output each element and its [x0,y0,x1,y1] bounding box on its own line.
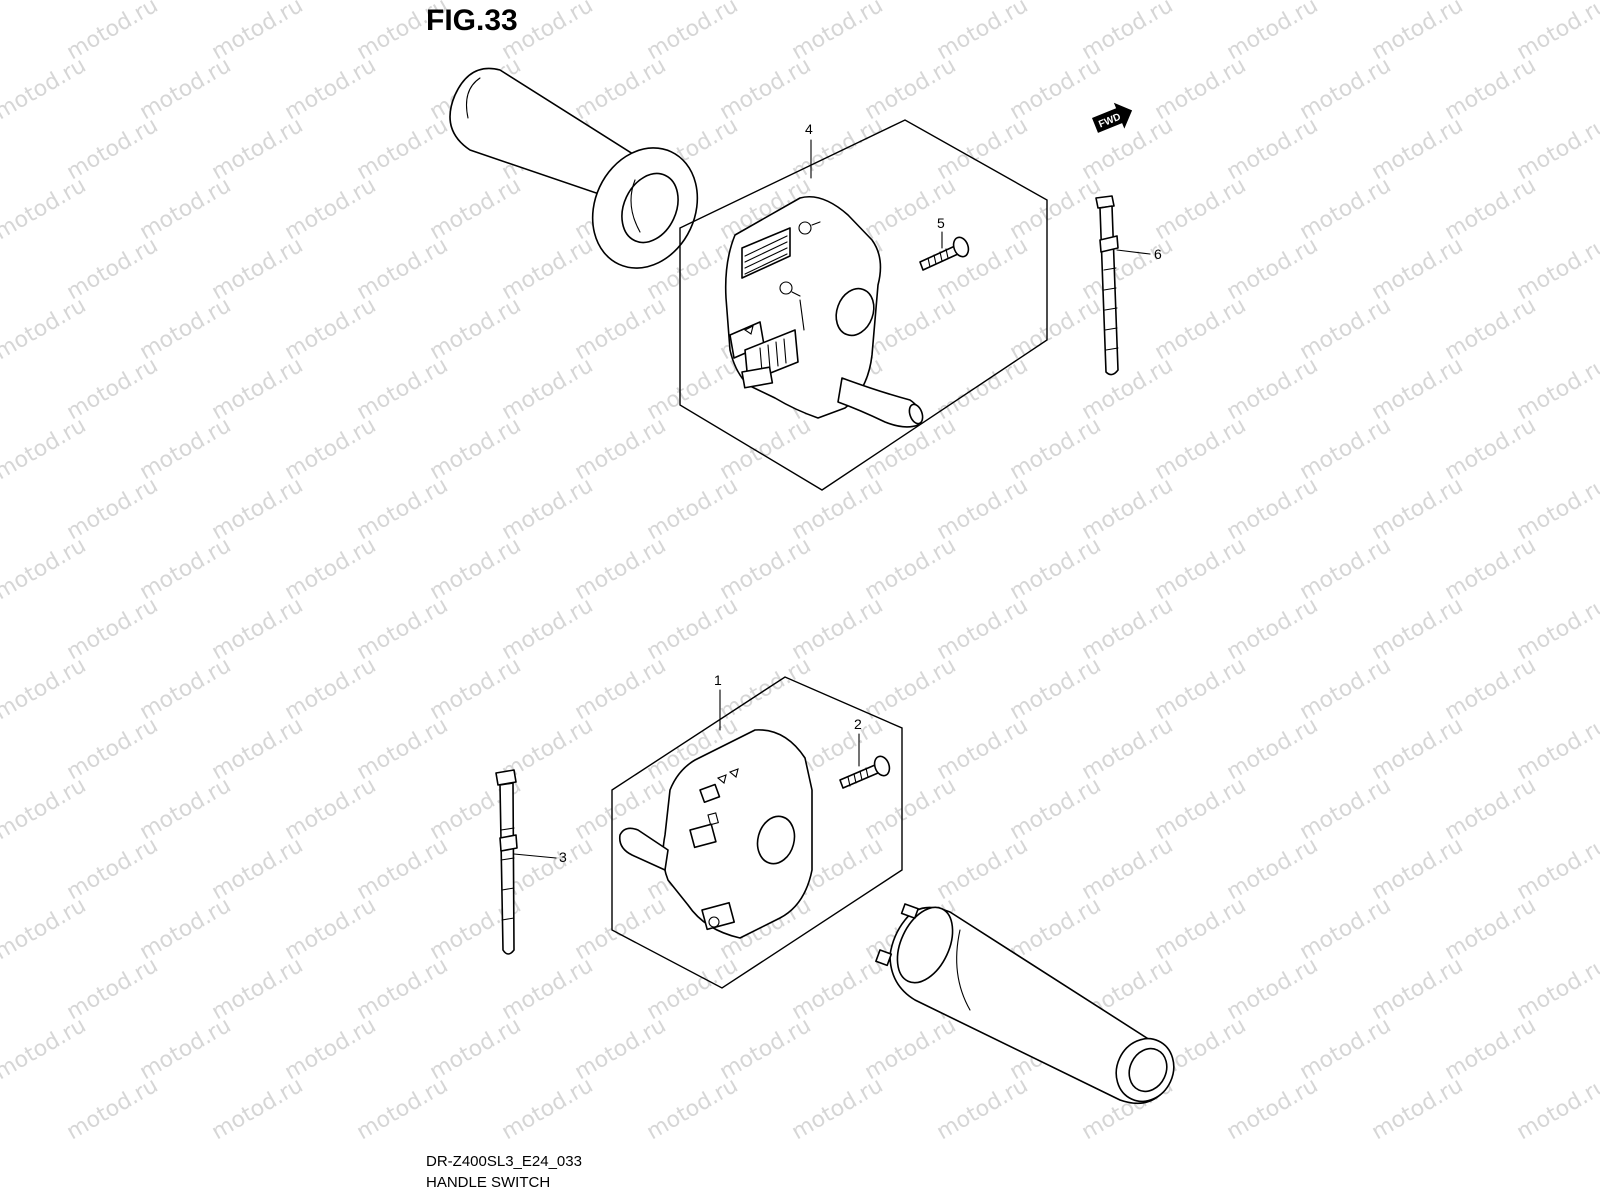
callout-2: 2 [854,716,862,732]
screw-2 [839,755,891,789]
callout-leaders [513,139,1151,859]
watermark-text: motod.ru [0,173,90,245]
callout-5: 5 [937,215,945,231]
watermark-text: motod.ru [0,0,90,5]
callout-3: 3 [559,849,567,865]
left-switch-assembly-frame [679,119,1048,491]
watermark-text: motod.ru [0,533,90,605]
right-switch-assembly-frame [611,676,903,989]
right-throttle-grip [875,903,1175,1105]
cable-tie-3 [495,769,518,955]
figure-name: HANDLE SWITCH [426,1174,551,1191]
right-handle-switch [618,729,813,939]
watermark-text: motod.ru [788,1073,888,1145]
callout-4: 4 [805,121,813,137]
figure-code: DR-Z400SL3_E24_033 [426,1153,582,1170]
watermark-text: motod.ru [0,773,90,845]
watermark-text: motod.ru [933,1073,1033,1145]
watermark-text: motod.ru [643,1073,743,1145]
watermark-text: motod.ru [0,653,90,725]
watermark-text: motod.ru [0,293,90,365]
watermark-text: motod.ru [353,1073,453,1145]
watermark-text: motod.ru [0,893,90,965]
callout-6: 6 [1154,246,1162,262]
watermark-text: motod.ru [1368,1073,1468,1145]
watermark-text: motod.ru [1513,1073,1600,1145]
callout-1: 1 [714,672,722,688]
watermark-text: motod.ru [208,1073,308,1145]
left-handlebar-grip [449,67,699,269]
cable-tie-6 [1095,195,1119,376]
watermark-text: motod.ru [0,53,90,125]
screw-5 [919,236,970,271]
watermark-text: motod.ru [498,1073,598,1145]
watermark-text: motod.ru [1223,1073,1323,1145]
watermark-text: motod.ru [63,1073,163,1145]
figure-title: FIG.33 [426,4,518,37]
watermark-text: motod.ru [0,1013,90,1085]
left-handle-switch [724,196,924,428]
watermark-text: motod.ru [0,413,90,485]
